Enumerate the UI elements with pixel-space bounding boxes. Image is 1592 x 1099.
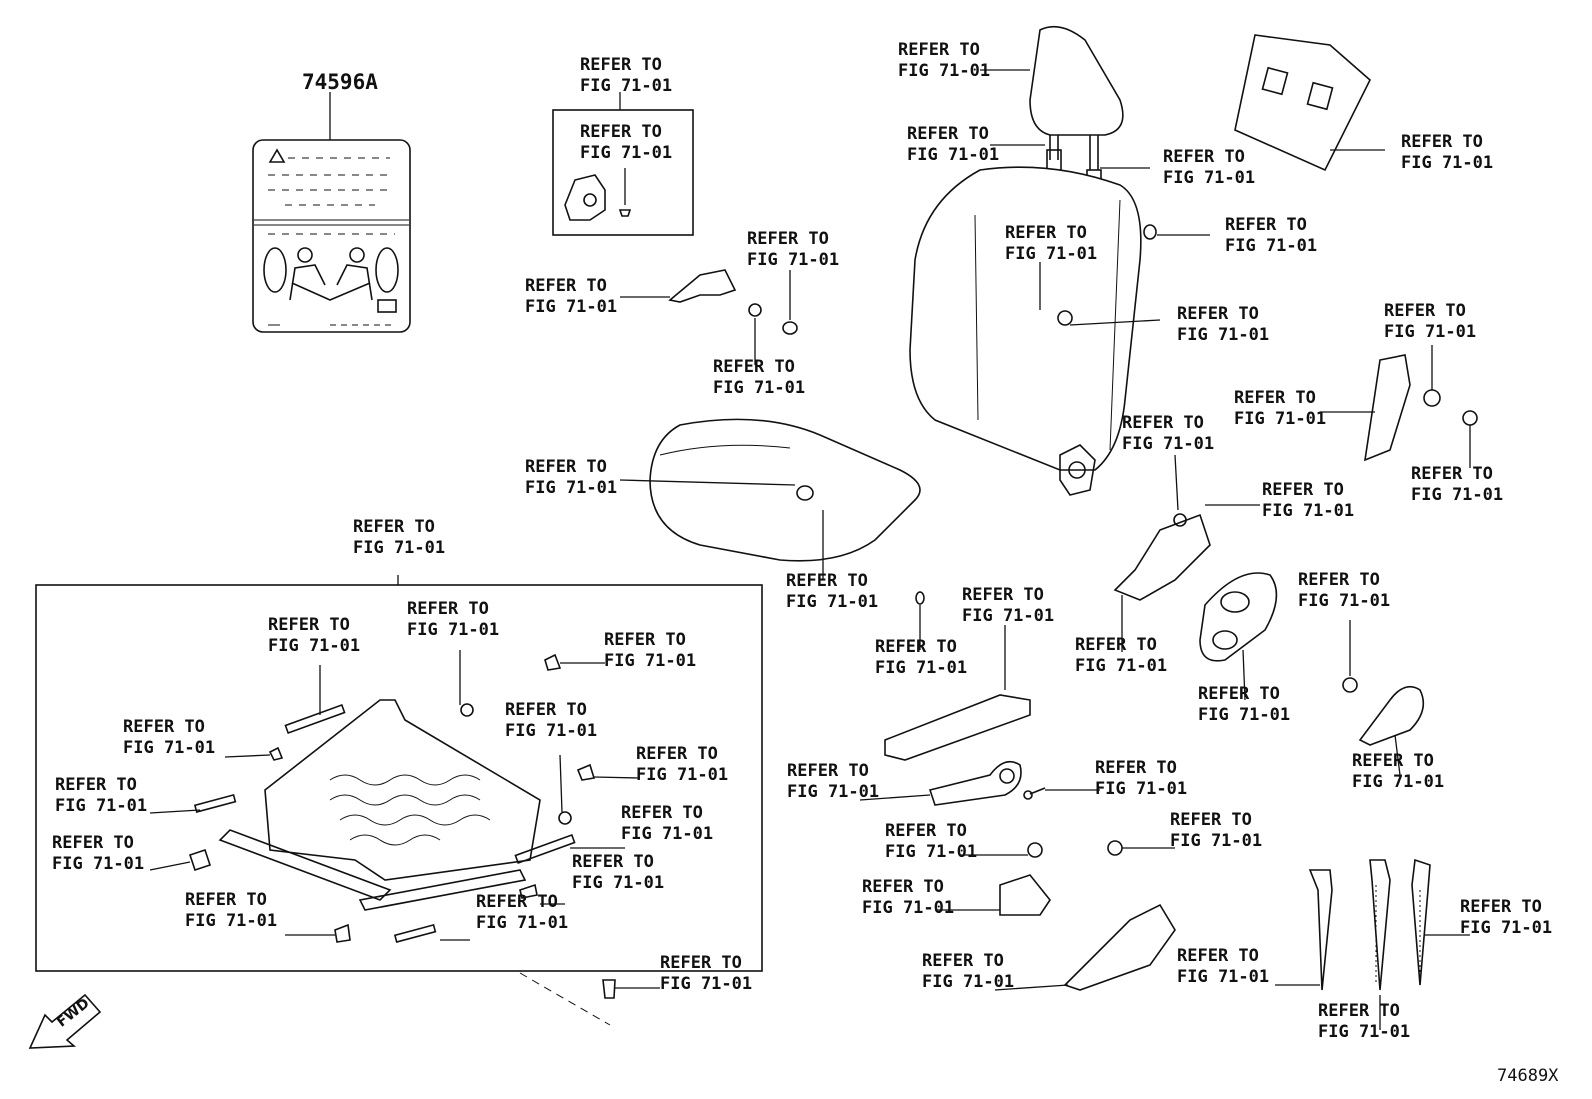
wire-ties bbox=[1275, 858, 1470, 1030]
refer-to-fig-callout: REFER TO FIG 71-01 bbox=[713, 357, 806, 398]
refer-to-fig-callout: REFER TO FIG 71-01 bbox=[862, 877, 955, 918]
recliner-cover bbox=[1320, 345, 1478, 468]
lever bbox=[859, 760, 1100, 806]
refer-to-fig-callout: REFER TO FIG 71-01 bbox=[1095, 758, 1188, 799]
seatback bbox=[909, 166, 1210, 496]
refer-to-fig-callout: REFER TO FIG 71-01 bbox=[1225, 215, 1318, 256]
recliner-bracket bbox=[1113, 454, 1260, 652]
refer-to-fig-callout: REFER TO FIG 71-01 bbox=[922, 951, 1015, 992]
refer-to-fig-callout: REFER TO FIG 71-01 bbox=[353, 517, 446, 558]
refer-to-fig-callout: REFER TO FIG 71-01 bbox=[1163, 147, 1256, 188]
refer-to-fig-callout: REFER TO FIG 71-01 bbox=[1005, 223, 1098, 264]
cushion-side-cover bbox=[884, 591, 1031, 761]
refer-to-fig-callout: REFER TO FIG 71-01 bbox=[525, 457, 618, 498]
refer-to-fig-callout: REFER TO FIG 71-01 bbox=[1177, 304, 1270, 345]
refer-to-fig-callout: REFER TO FIG 71-01 bbox=[55, 775, 148, 816]
refer-to-fig-callout: REFER TO FIG 71-01 bbox=[123, 717, 216, 758]
refer-to-fig-callout: REFER TO FIG 71-01 bbox=[1177, 946, 1270, 987]
refer-to-fig-callout: REFER TO FIG 71-01 bbox=[407, 599, 500, 640]
refer-to-fig-callout: REFER TO FIG 71-01 bbox=[580, 55, 673, 96]
refer-to-fig-callout: REFER TO FIG 71-01 bbox=[572, 852, 665, 893]
refer-to-fig-callout: REFER TO FIG 71-01 bbox=[636, 744, 729, 785]
refer-to-fig-callout: REFER TO FIG 71-01 bbox=[1460, 897, 1553, 938]
fwd-arrow-icon bbox=[28, 993, 102, 1049]
refer-to-fig-callout: REFER TO FIG 71-01 bbox=[787, 761, 880, 802]
refer-to-fig-callout: REFER TO FIG 71-01 bbox=[885, 821, 978, 862]
refer-to-fig-callout: REFER TO FIG 71-01 bbox=[185, 890, 278, 931]
refer-to-fig-callout: REFER TO FIG 71-01 bbox=[52, 833, 145, 874]
refer-to-fig-callout: REFER TO FIG 71-01 bbox=[907, 124, 1000, 165]
refer-to-fig-callout: REFER TO FIG 71-01 bbox=[1198, 684, 1291, 725]
refer-to-fig-callout: REFER TO FIG 71-01 bbox=[898, 40, 991, 81]
part-number-label: 74596A bbox=[302, 70, 378, 94]
refer-to-fig-callout: REFER TO FIG 71-01 bbox=[1122, 413, 1215, 454]
refer-to-fig-callout: REFER TO FIG 71-01 bbox=[505, 700, 598, 741]
small-hardware-top bbox=[620, 269, 798, 365]
refer-to-fig-callout: REFER TO FIG 71-01 bbox=[1384, 301, 1477, 342]
refer-to-fig-callout: REFER TO FIG 71-01 bbox=[621, 803, 714, 844]
refer-to-fig-callout: REFER TO FIG 71-01 bbox=[268, 615, 361, 656]
refer-to-fig-callout: REFER TO FIG 71-01 bbox=[604, 630, 697, 671]
refer-to-fig-callout: REFER TO FIG 71-01 bbox=[1262, 480, 1355, 521]
bracket-parts bbox=[935, 840, 1175, 916]
refer-to-fig-callout: REFER TO FIG 71-01 bbox=[1411, 464, 1504, 505]
refer-to-fig-callout: REFER TO FIG 71-01 bbox=[1298, 570, 1391, 611]
recliner-handle bbox=[1342, 620, 1425, 776]
refer-to-fig-callout: REFER TO FIG 71-01 bbox=[962, 585, 1055, 626]
seat-trim-piece bbox=[994, 903, 1176, 991]
inset-box-bracket bbox=[552, 92, 694, 236]
warning-label-sticker bbox=[252, 92, 411, 333]
figure-id: 74689X bbox=[1497, 1066, 1559, 1086]
refer-to-fig-callout: REFER TO FIG 71-01 bbox=[1075, 635, 1168, 676]
seat-frame-assembly bbox=[35, 575, 763, 1026]
refer-to-fig-callout: REFER TO FIG 71-01 bbox=[1352, 751, 1445, 792]
refer-to-fig-callout: REFER TO FIG 71-01 bbox=[786, 571, 879, 612]
refer-to-fig-callout: REFER TO FIG 71-01 bbox=[1401, 132, 1494, 173]
refer-to-fig-callout: REFER TO FIG 71-01 bbox=[747, 229, 840, 270]
refer-to-fig-callout: REFER TO FIG 71-01 bbox=[525, 276, 618, 317]
refer-to-fig-callout: REFER TO FIG 71-01 bbox=[476, 892, 569, 933]
headrest-cover bbox=[1234, 34, 1385, 172]
refer-to-fig-callout: REFER TO FIG 71-01 bbox=[580, 122, 673, 163]
refer-to-fig-callout: REFER TO FIG 71-01 bbox=[660, 953, 753, 994]
seat-cushion bbox=[619, 418, 921, 580]
refer-to-fig-callout: REFER TO FIG 71-01 bbox=[1234, 388, 1327, 429]
side-shield bbox=[1199, 572, 1278, 701]
refer-to-fig-callout: REFER TO FIG 71-01 bbox=[1170, 810, 1263, 851]
refer-to-fig-callout: REFER TO FIG 71-01 bbox=[875, 637, 968, 678]
refer-to-fig-callout: REFER TO FIG 71-01 bbox=[1318, 1001, 1411, 1042]
